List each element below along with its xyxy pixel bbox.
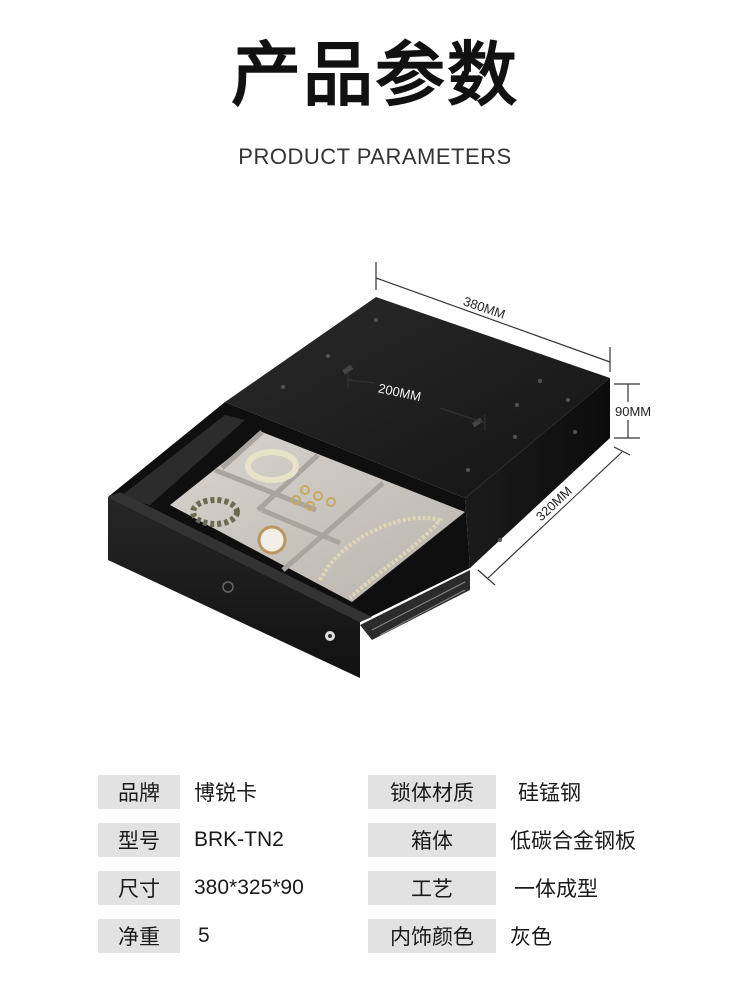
param-label-interior-color: 内饰颜色 <box>368 919 496 953</box>
param-value-brand: 博锐卡 <box>194 781 257 805</box>
page-title: 产品参数 <box>231 34 519 116</box>
param-value-weight: 5 <box>198 924 210 947</box>
param-label-size: 尺寸 <box>98 871 180 905</box>
bangle-icon <box>245 449 299 483</box>
param-value-lock-material: 硅锰钢 <box>518 781 581 805</box>
drawer-front-panel <box>108 497 360 678</box>
mounting-slot <box>342 364 354 375</box>
param-label-body: 箱体 <box>368 823 496 857</box>
drawer-left-wall <box>120 415 245 505</box>
param-label-model: 型号 <box>98 823 180 857</box>
safe-top-panel <box>225 297 610 498</box>
param-label-weight: 净重 <box>98 919 180 953</box>
page-subtitle: PRODUCT PARAMETERS <box>238 144 512 169</box>
mounting-holes <box>281 318 577 542</box>
watch-icon <box>257 525 287 555</box>
necklace-icon <box>318 516 444 600</box>
rings-icon <box>291 485 336 511</box>
param-value-size: 380*325*90 <box>194 876 304 899</box>
param-value-process: 一体成型 <box>514 877 598 901</box>
dimension-lines <box>347 262 640 586</box>
jewelry-tray <box>170 432 465 602</box>
fingerprint-button-icon <box>222 581 234 593</box>
param-label-process: 工艺 <box>368 871 496 905</box>
param-label-lock-material: 锁体材质 <box>368 775 496 809</box>
param-value-body: 低碳合金钢板 <box>510 829 636 853</box>
safe-side-panel <box>465 378 610 568</box>
param-label-brand: 品牌 <box>98 775 180 809</box>
mounting-slot <box>471 417 483 428</box>
param-value-model: BRK-TN2 <box>194 828 284 851</box>
bracelet-icon <box>190 497 240 527</box>
param-value-interior-color: 灰色 <box>510 925 552 949</box>
drawer-safe-illustration: 380MM 200MM 90MM 320MM <box>108 262 660 678</box>
dimension-height: 90MM <box>615 404 651 419</box>
drawer-front-edge <box>108 492 372 622</box>
